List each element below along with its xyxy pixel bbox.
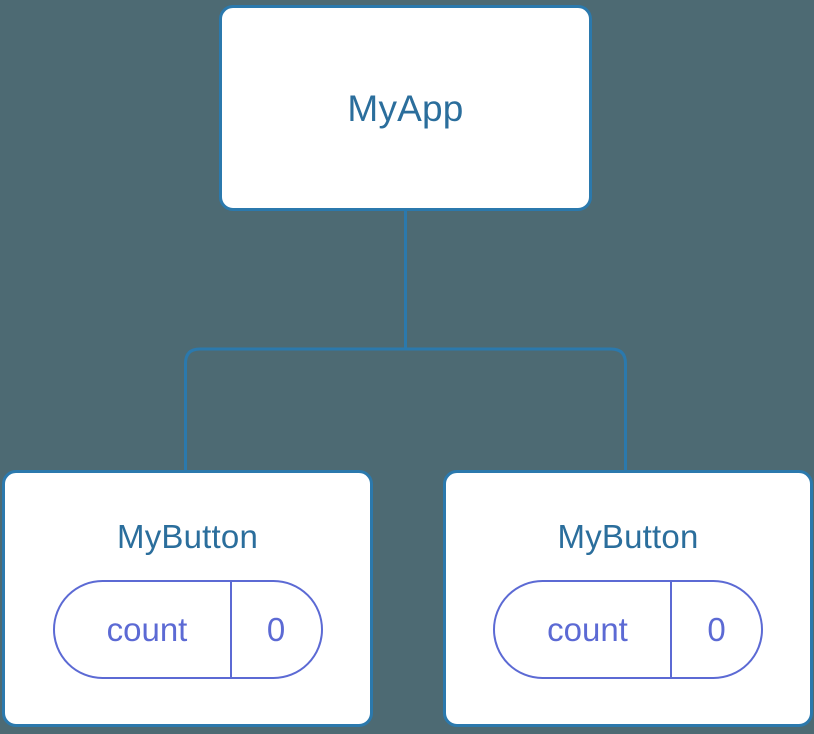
node-mybutton-left[interactable]: MyButton count 0	[2, 470, 373, 727]
node-myapp[interactable]: MyApp	[219, 5, 592, 211]
state-badge-count-left[interactable]: count 0	[52, 580, 323, 679]
node-mybutton-left-label: MyButton	[117, 518, 258, 555]
state-badge-key: count	[547, 611, 628, 648]
node-mybutton-right-label: MyButton	[557, 518, 699, 555]
state-badge-key: count	[106, 611, 188, 648]
state-badge-value: 0	[670, 582, 761, 677]
state-badge-value: 0	[229, 582, 321, 677]
node-myapp-label: MyApp	[347, 87, 464, 129]
edge-to-child-left	[184, 347, 406, 470]
state-badge-count-right[interactable]: count 0	[493, 580, 763, 679]
node-mybutton-right[interactable]: MyButton count 0	[443, 470, 813, 727]
edge-to-child-right	[405, 347, 627, 470]
